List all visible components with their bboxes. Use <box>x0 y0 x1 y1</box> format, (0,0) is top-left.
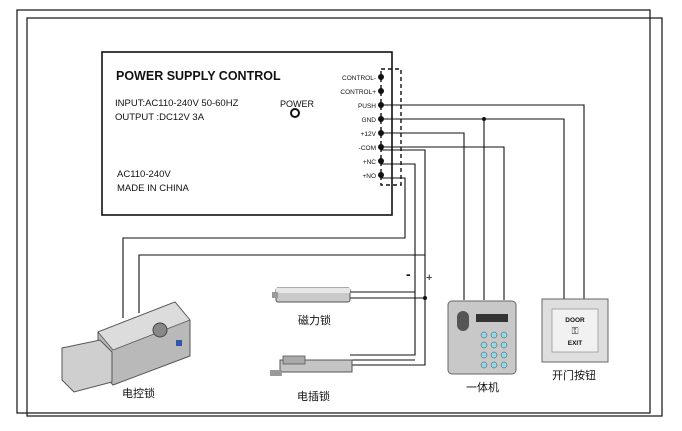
exit-plate-bottom: EXIT <box>568 340 582 347</box>
terminal-label: -COM <box>359 145 376 152</box>
terminal-label: CONTROL+ <box>340 89 376 96</box>
power-indicator-icon <box>290 108 300 118</box>
wire-no-bus <box>122 177 406 318</box>
magnetic-lock-label: 磁力锁 <box>298 313 331 327</box>
terminal-screw-icon <box>378 172 384 178</box>
all-in-one-reader <box>447 300 517 375</box>
terminal-label: +NC <box>363 159 376 166</box>
terminal-labels: CONTROL- CONTROL+ PUSH GND +12V -COM +NC… <box>340 75 376 180</box>
terminal-screw-icon <box>378 158 384 164</box>
panel-ac-label: AC110-240V <box>117 169 171 180</box>
electric-control-lock <box>61 301 191 393</box>
exit-plate-top: DOOR <box>565 317 585 324</box>
keypad-grid <box>480 331 508 369</box>
panel-title: POWER SUPPLY CONTROL <box>116 69 281 83</box>
exit-button-label: 开门按钮 <box>552 368 596 382</box>
electric-control-lock-label: 电控锁 <box>122 386 155 400</box>
wire-com-bus <box>350 149 426 366</box>
terminal-label: CONTROL- <box>342 75 376 82</box>
wire-lock-return <box>138 254 425 313</box>
panel-origin: MADE IN CHINA <box>117 183 189 194</box>
terminal-label: +NO <box>362 173 376 180</box>
outer-frame <box>16 9 651 414</box>
magnetic-lock <box>272 287 351 303</box>
junction-dot <box>423 296 427 300</box>
all-in-one-label: 一体机 <box>466 380 499 394</box>
wire-nc-bus <box>350 163 416 356</box>
minus-mark: - <box>406 266 411 282</box>
wire-push <box>381 104 585 300</box>
panel-output-spec: OUTPUT :DC12V 3A <box>115 112 205 123</box>
panel-input-spec: INPUT:AC110-240V 50-60HZ <box>115 98 239 109</box>
terminal-label: GND <box>362 117 377 124</box>
terminal-screws <box>378 74 384 178</box>
terminal-label: +12V <box>361 131 377 138</box>
terminal-block <box>380 68 402 186</box>
electric-bolt <box>270 355 353 376</box>
exit-button: DOOR ⚿ EXIT <box>541 298 609 363</box>
key-icon: ⚿ <box>572 326 579 336</box>
wire-12v <box>381 132 465 300</box>
wire-junctions <box>423 117 486 300</box>
plus-mark: + <box>426 272 432 284</box>
terminal-screw-icon <box>378 88 384 94</box>
junction-dot <box>482 117 486 121</box>
wire-gnd <box>381 118 565 300</box>
power-supply-panel: POWER SUPPLY CONTROL INPUT:AC110-240V 50… <box>101 51 393 216</box>
power-label: POWER <box>280 99 315 109</box>
wire-com-reader <box>381 146 505 300</box>
terminal-screw-icon <box>378 74 384 80</box>
inner-frame <box>26 17 663 417</box>
terminal-label: PUSH <box>358 103 376 110</box>
electric-bolt-label: 电插锁 <box>297 389 330 403</box>
wires <box>122 104 585 366</box>
